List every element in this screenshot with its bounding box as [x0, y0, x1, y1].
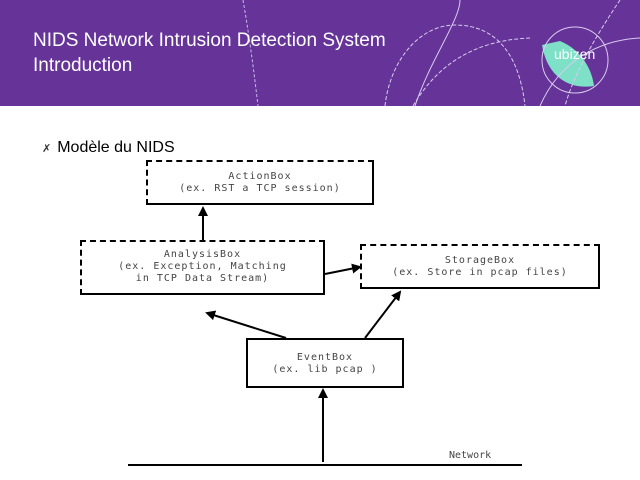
title-line-2: Introduction: [33, 55, 133, 76]
bullet-marker-icon: ✗: [42, 143, 52, 155]
action-box-title: ActionBox: [228, 171, 292, 182]
action-box: ActionBox (ex. RST a TCP session): [146, 160, 374, 205]
decorative-circles: [242, 0, 640, 106]
analysis-box-title: AnalysisBox: [163, 249, 242, 260]
slide-title: NIDS Network Intrusion Detection System …: [33, 28, 386, 78]
analysis-box-example-2: in TCP Data Stream): [135, 273, 270, 284]
storage-box: StorageBox (ex. Store in pcap files): [360, 244, 600, 289]
event-box-title: EventBox: [296, 352, 354, 363]
title-line-1: NIDS Network Intrusion Detection System: [33, 30, 386, 51]
analysis-box-example-1: (ex. Exception, Matching: [118, 261, 287, 272]
arrow-event-to-analysis: [205, 310, 287, 339]
slide-header: NIDS Network Intrusion Detection System …: [0, 0, 640, 106]
arrow-analysis-to-storage: [324, 263, 362, 275]
bullet-text: Modèle du NIDS: [57, 139, 175, 156]
bullet-item: ✗ Modèle du NIDS: [42, 139, 175, 157]
network-label: Network: [449, 450, 492, 461]
event-box: EventBox (ex. lib pcap ): [246, 338, 404, 388]
storage-box-example: (ex. Store in pcap files): [392, 267, 568, 278]
storage-box-title: StorageBox: [444, 255, 516, 266]
analysis-box: AnalysisBox (ex. Exception, Matching in …: [80, 240, 325, 295]
event-box-example: (ex. lib pcap ): [272, 364, 378, 375]
arrow-event-to-storage: [364, 290, 402, 339]
action-box-example: (ex. RST a TCP session): [179, 183, 341, 194]
ubizen-logo: ubizen: [554, 46, 596, 62]
